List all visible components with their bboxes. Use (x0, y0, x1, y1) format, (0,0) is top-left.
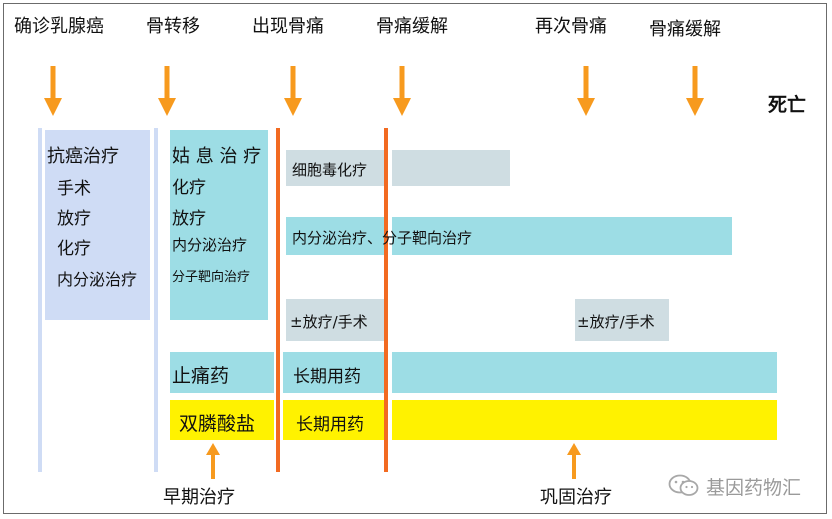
analgesic-bar-continued (392, 352, 777, 393)
palliative-item: 放疗 (172, 209, 206, 229)
up-arrow-icon (206, 443, 220, 479)
down-arrow-icon (686, 66, 704, 116)
anticancer-treatment-box (45, 130, 150, 320)
bisphosphonate-box (170, 400, 274, 440)
bisphosphonate-label: 双膦酸盐 (179, 413, 256, 435)
endocrine-bar-continued (392, 217, 732, 255)
timeline-divider (154, 128, 158, 472)
chemo-bar (286, 150, 384, 186)
anticancer-title: 抗癌治疗 (47, 146, 119, 167)
stage-label-pain-relief-2: 骨痛缓解 (649, 19, 721, 40)
early-treatment-label: 早期治疗 (163, 487, 235, 508)
stage-label-recurrent-pain: 再次骨痛 (535, 16, 607, 37)
bisphosphonate-long-term-label: 长期用药 (296, 415, 364, 435)
down-arrow-icon (44, 66, 62, 116)
stage-label-diagnosis: 确诊乳腺癌 (14, 16, 104, 37)
palliative-item: 分子靶向治疗 (172, 270, 251, 285)
watermark: 基因药物汇 (668, 470, 801, 502)
consolidation-treatment-label: 巩固治疗 (540, 487, 612, 508)
timeline-divider (38, 128, 42, 472)
down-arrow-icon (393, 66, 411, 116)
down-arrow-icon (284, 66, 302, 116)
chemo-label: 细胞毒化疗 (292, 161, 368, 179)
anticancer-item: 放疗 (57, 209, 91, 229)
diagram-frame (3, 3, 827, 514)
anticancer-item: 手术 (57, 179, 91, 199)
radio-surgery-label: ±放疗/手术 (290, 313, 368, 331)
palliative-item: 内分泌治疗 (172, 236, 248, 254)
analgesic-long-term-box (283, 352, 384, 393)
bone-pain-marker-line (276, 128, 280, 472)
palliative-title: 姑 息 治 疗 (172, 146, 262, 167)
bisphosphonate-long-term-box (283, 400, 384, 440)
chemo-bar-continued (392, 150, 510, 186)
analgesic-box (170, 352, 274, 393)
down-arrow-icon (577, 66, 595, 116)
watermark-text: 基因药物汇 (706, 476, 802, 499)
analgesic-long-term-label: 长期用药 (293, 367, 361, 387)
stage-label-bone-pain: 出现骨痛 (252, 16, 324, 37)
anticancer-item: 化疗 (57, 239, 91, 259)
pain-relief-marker-line (384, 128, 388, 472)
anticancer-item: 内分泌治疗 (57, 270, 138, 289)
wechat-logo-icon (668, 474, 699, 496)
radio-surgery-label-recurrent: ±放疗/手术 (577, 313, 655, 331)
stage-label-death: 死亡 (768, 94, 807, 116)
stage-label-pain-relief: 骨痛缓解 (376, 16, 448, 37)
palliative-item: 化疗 (172, 178, 206, 198)
palliative-treatment-box (170, 130, 268, 320)
analgesic-label: 止痛药 (172, 365, 230, 387)
up-arrow-icon (567, 443, 581, 479)
endocrine-label: 内分泌治疗、分子靶向治疗 (292, 229, 473, 247)
radio-surgery-bar-recurrent (575, 299, 669, 341)
radio-surgery-bar (286, 299, 384, 341)
endocrine-bar (286, 217, 384, 255)
down-arrow-icon (158, 66, 176, 116)
bisphosphonate-bar-continued (392, 400, 777, 440)
stage-label-bone-metastasis: 骨转移 (146, 16, 200, 37)
